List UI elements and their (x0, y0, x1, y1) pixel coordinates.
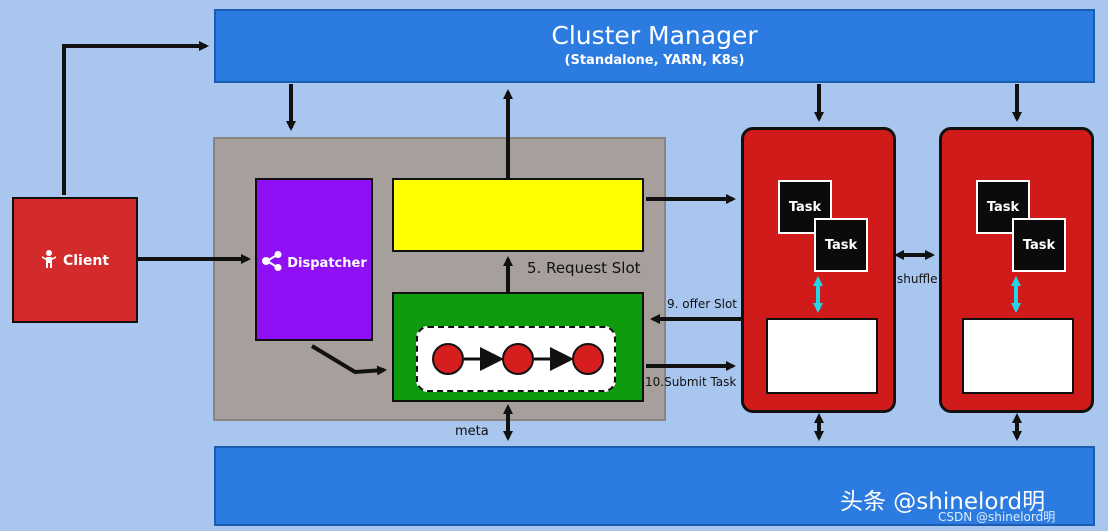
dag-container (416, 326, 616, 392)
watermark-main: 头条 @shinelord明 (840, 489, 1046, 515)
storage-bar (214, 446, 1095, 526)
green-block (392, 292, 644, 402)
watermark-sub: CSDN @shinelord明 (938, 510, 1056, 524)
task-box: Task (1012, 218, 1066, 272)
task-manager-1: Task Task (741, 127, 896, 413)
cluster-manager-title: Cluster Manager (551, 21, 758, 50)
client-box: Client (12, 197, 138, 323)
client-label: Client (62, 253, 110, 269)
yellow-block (392, 178, 644, 252)
shuffle-label: shuffle (897, 272, 938, 286)
slot-box (766, 318, 878, 394)
slot-box (962, 318, 1074, 394)
task-box: Task (814, 218, 868, 272)
dispatcher-label: Dispatcher (287, 255, 367, 271)
share-icon (261, 250, 283, 276)
offer-slot-label: 9. offer Slot (667, 297, 738, 311)
submit-task-label: 10.Submit Task (645, 375, 737, 389)
dag-node (502, 343, 534, 375)
cluster-manager-subtitle: (Standalone, YARN, K8s) (564, 53, 745, 68)
cluster-manager-box: Cluster Manager (Standalone, YARN, K8s) (214, 9, 1095, 83)
person-icon (41, 249, 57, 273)
request-slot-label: 5. Request Slot (527, 259, 641, 277)
dag-edges (464, 347, 574, 371)
meta-label: meta (455, 424, 489, 439)
dag-node (432, 343, 464, 375)
dispatcher-box: Dispatcher (255, 178, 373, 341)
task-manager-2: Task Task (939, 127, 1094, 413)
